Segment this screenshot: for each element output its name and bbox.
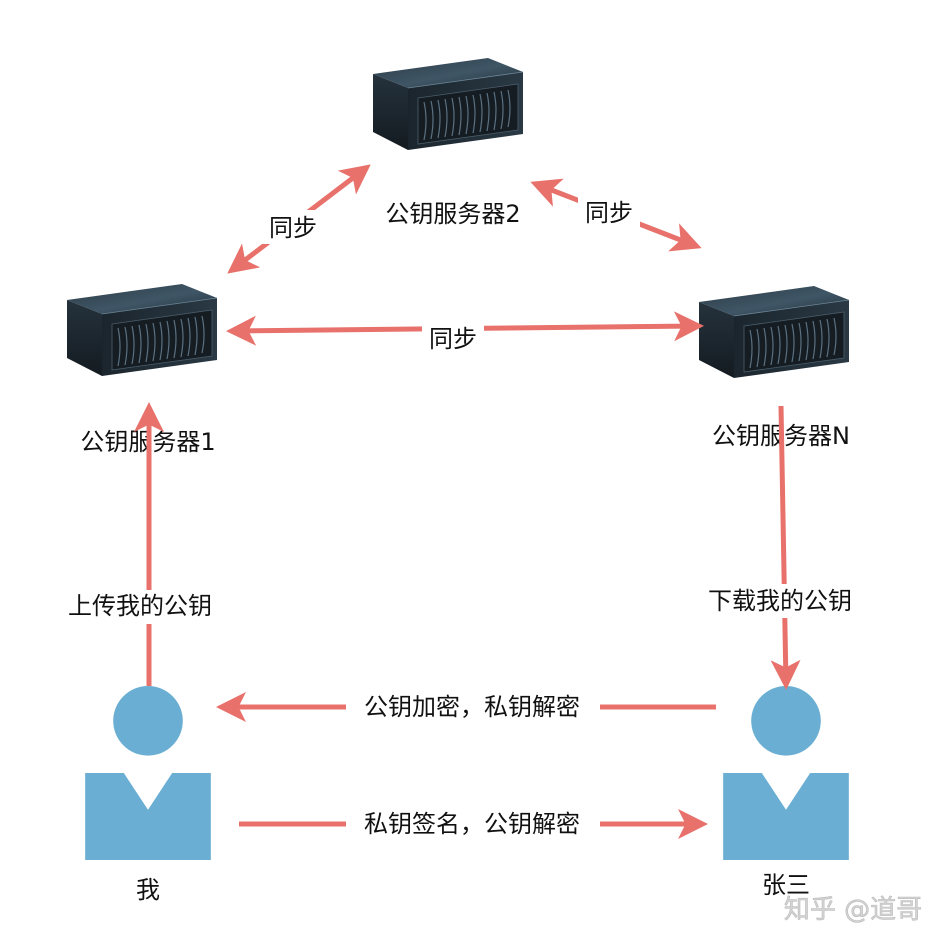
download-arrow — [770, 405, 801, 690]
sync-1-n-label: 同步 — [429, 325, 477, 353]
encrypt-label: 公钥加密，私钥解密 — [364, 693, 580, 721]
sync-1-2-label: 同步 — [269, 214, 317, 242]
person-zhangsan-label: 张三 — [762, 871, 810, 899]
person-me-node: 我 — [85, 686, 211, 904]
person-me-icon — [85, 686, 211, 860]
person-zhangsan-icon — [723, 686, 849, 860]
server-1-icon — [66, 283, 218, 377]
server-2-label: 公钥服务器2 — [385, 200, 520, 228]
server-2-icon — [372, 57, 524, 151]
server-2-node: 公钥服务器2 — [372, 57, 524, 228]
sync-2-n-label: 同步 — [585, 199, 633, 227]
person-zhangsan-node: 张三 — [723, 686, 849, 899]
server-n-node: 公钥服务器N — [698, 285, 850, 450]
upload-label: 上传我的公钥 — [68, 592, 212, 620]
server-n-icon — [698, 285, 850, 379]
server-1-node: 公钥服务器1 — [66, 283, 218, 456]
edge-labels: 同步 同步 同步 上传我的公钥 下载我的公钥 公钥加密，私钥解密 私钥签名，公钥… — [55, 196, 867, 841]
download-label: 下载我的公钥 — [708, 587, 852, 615]
watermark-text: 知乎 @道哥 — [784, 895, 922, 925]
person-me-label: 我 — [136, 876, 160, 904]
sign-label: 私钥签名，公钥解密 — [364, 810, 580, 838]
